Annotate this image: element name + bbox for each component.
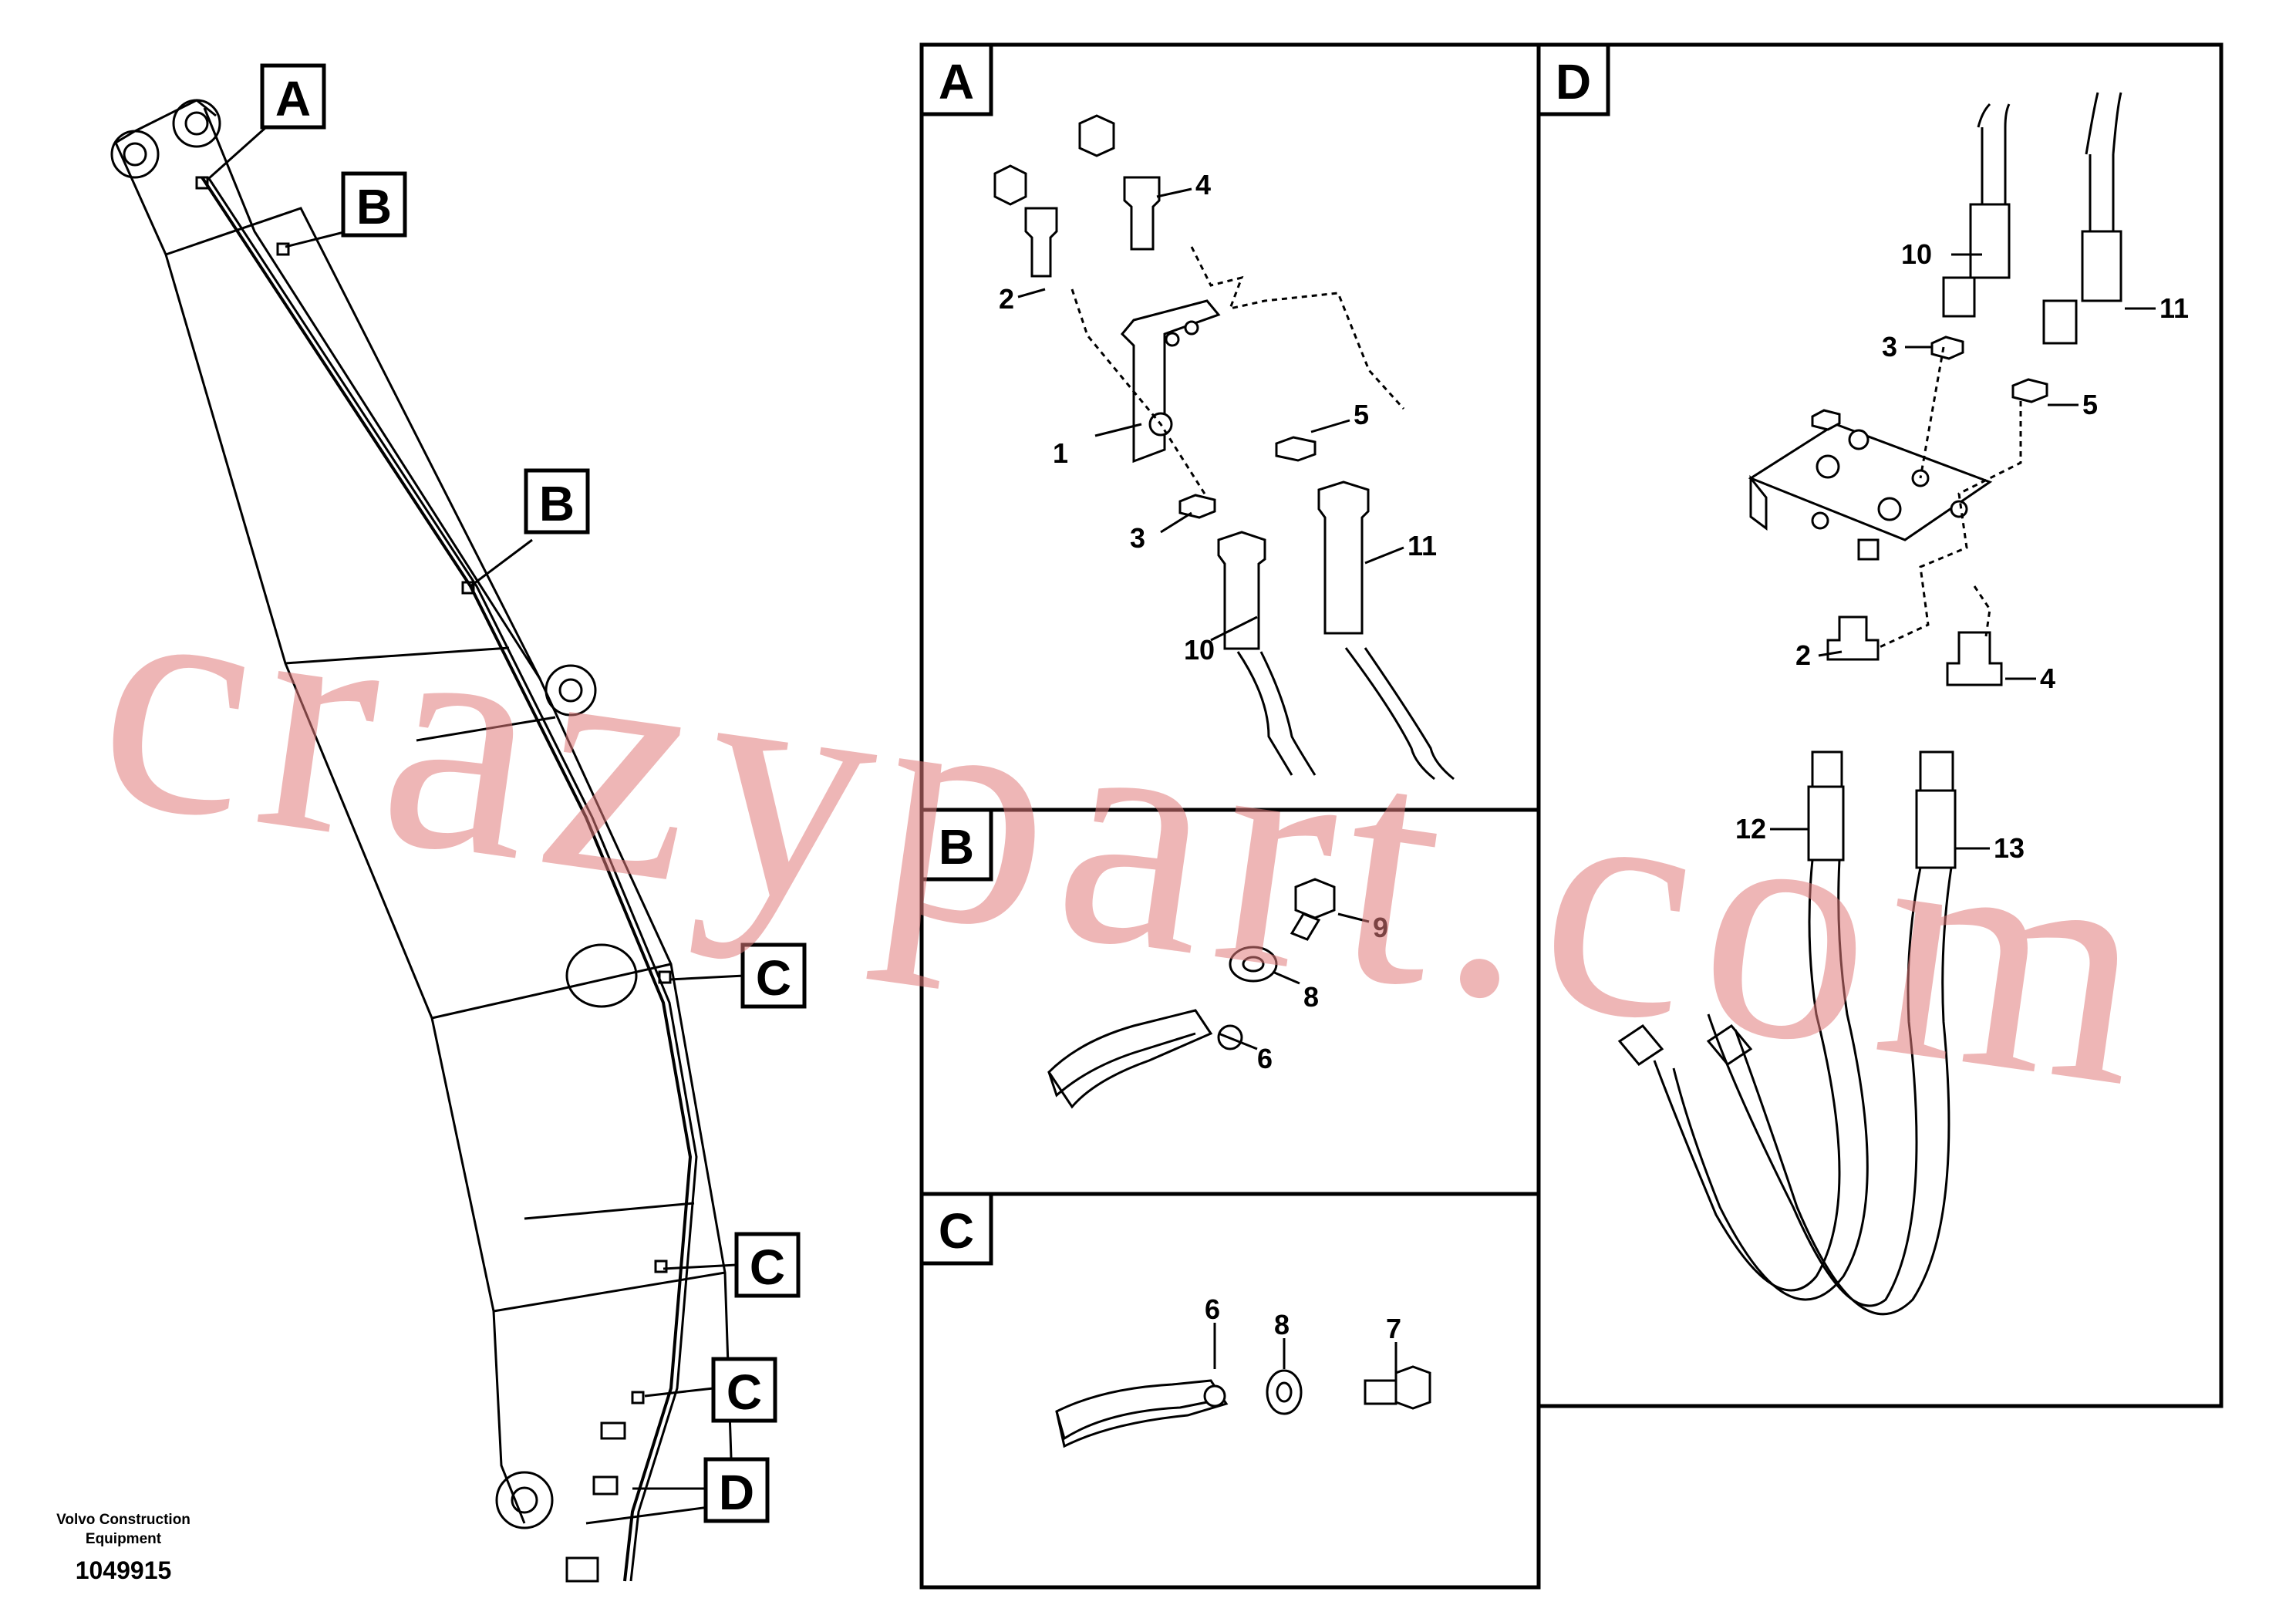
callout-8: 8 [1274, 1309, 1290, 1340]
hose-fitting-icon [1217, 531, 1266, 650]
adapter-icon [1946, 631, 2003, 686]
callout-9: 9 [1373, 912, 1388, 943]
panel-b: B 9 8 6 [919, 808, 1388, 1109]
callout-6: 6 [1205, 1293, 1220, 1325]
drawing-number: 1049915 [75, 1556, 172, 1584]
callout-12: 12 [1735, 813, 1766, 845]
callout-10: 10 [1901, 238, 1932, 270]
callout-13: 13 [1994, 832, 2025, 864]
callout-7: 7 [1386, 1313, 1401, 1344]
overview-tag-label: D [719, 1465, 754, 1520]
callout-5: 5 [1354, 399, 1369, 430]
panel-b-title: B [939, 819, 974, 875]
adapter-icon [1123, 176, 1161, 251]
overview-tag-a: A [260, 63, 326, 130]
overview-tag-d: D [703, 1457, 770, 1523]
credit-line2: Equipment [85, 1531, 162, 1547]
adapter-icon [1024, 207, 1058, 278]
credit-line1: Volvo Construction [56, 1512, 190, 1528]
nut-icon [1178, 494, 1216, 519]
panel-d: D [1536, 42, 2189, 1316]
panel-c-title: C [939, 1203, 974, 1259]
clamp-icon [1047, 1009, 1213, 1109]
overview-tag-c2: C [734, 1232, 801, 1298]
callout-5: 5 [2082, 389, 2098, 420]
overview-tag-label: A [275, 71, 311, 126]
clamp-icon [1055, 1379, 1229, 1448]
overview-tag-b2: B [524, 468, 590, 534]
adapter-icon [1826, 615, 1880, 661]
bracket-icon [1120, 299, 1221, 464]
nut-icon [1275, 436, 1317, 462]
callout-11: 11 [1408, 530, 1437, 561]
bolt-icon [1294, 878, 1336, 919]
callout-6: 6 [1257, 1043, 1273, 1074]
overview-tag-label: C [750, 1239, 785, 1295]
overview-tag-label: C [727, 1364, 762, 1420]
overview-tag-label: B [356, 179, 392, 234]
overview-leaders [207, 126, 745, 1490]
cap-icon [1078, 114, 1115, 157]
callout-4: 4 [2040, 663, 2055, 694]
overview-tag-c3: C [711, 1357, 777, 1423]
callout-11: 11 [2159, 292, 2189, 324]
callout-3: 3 [1882, 331, 1897, 363]
overview-tag-c1: C [740, 943, 807, 1009]
panel-frames [919, 42, 2224, 1590]
cap-icon [993, 164, 1027, 206]
callout-3: 3 [1130, 522, 1145, 554]
callout-1: 1 [1053, 437, 1068, 469]
callout-10: 10 [1184, 634, 1215, 666]
nut-icon [1930, 336, 1964, 360]
bracket-icon [1748, 423, 1993, 541]
callout-8: 8 [1303, 981, 1319, 1013]
panel-c: C 6 8 7 [919, 1192, 1431, 1448]
callout-2: 2 [999, 283, 1014, 315]
overview-tag-label: B [539, 476, 575, 531]
overview-tag-b1: B [341, 171, 407, 238]
overview-tag-label: C [756, 950, 791, 1006]
panel-d-title: D [1556, 54, 1591, 110]
callout-4: 4 [1195, 169, 1211, 201]
hose-fitting-icon [1942, 276, 1976, 318]
arm-overview [110, 99, 734, 1583]
nut-icon [2011, 378, 2048, 403]
hose-fitting-icon [1317, 481, 1370, 635]
panel-a: A [919, 42, 1455, 781]
bolt-icon [1364, 1379, 1397, 1405]
callout-2: 2 [1795, 639, 1811, 671]
panel-a-title: A [939, 54, 974, 110]
hose-fitting-icon [2042, 299, 2078, 345]
